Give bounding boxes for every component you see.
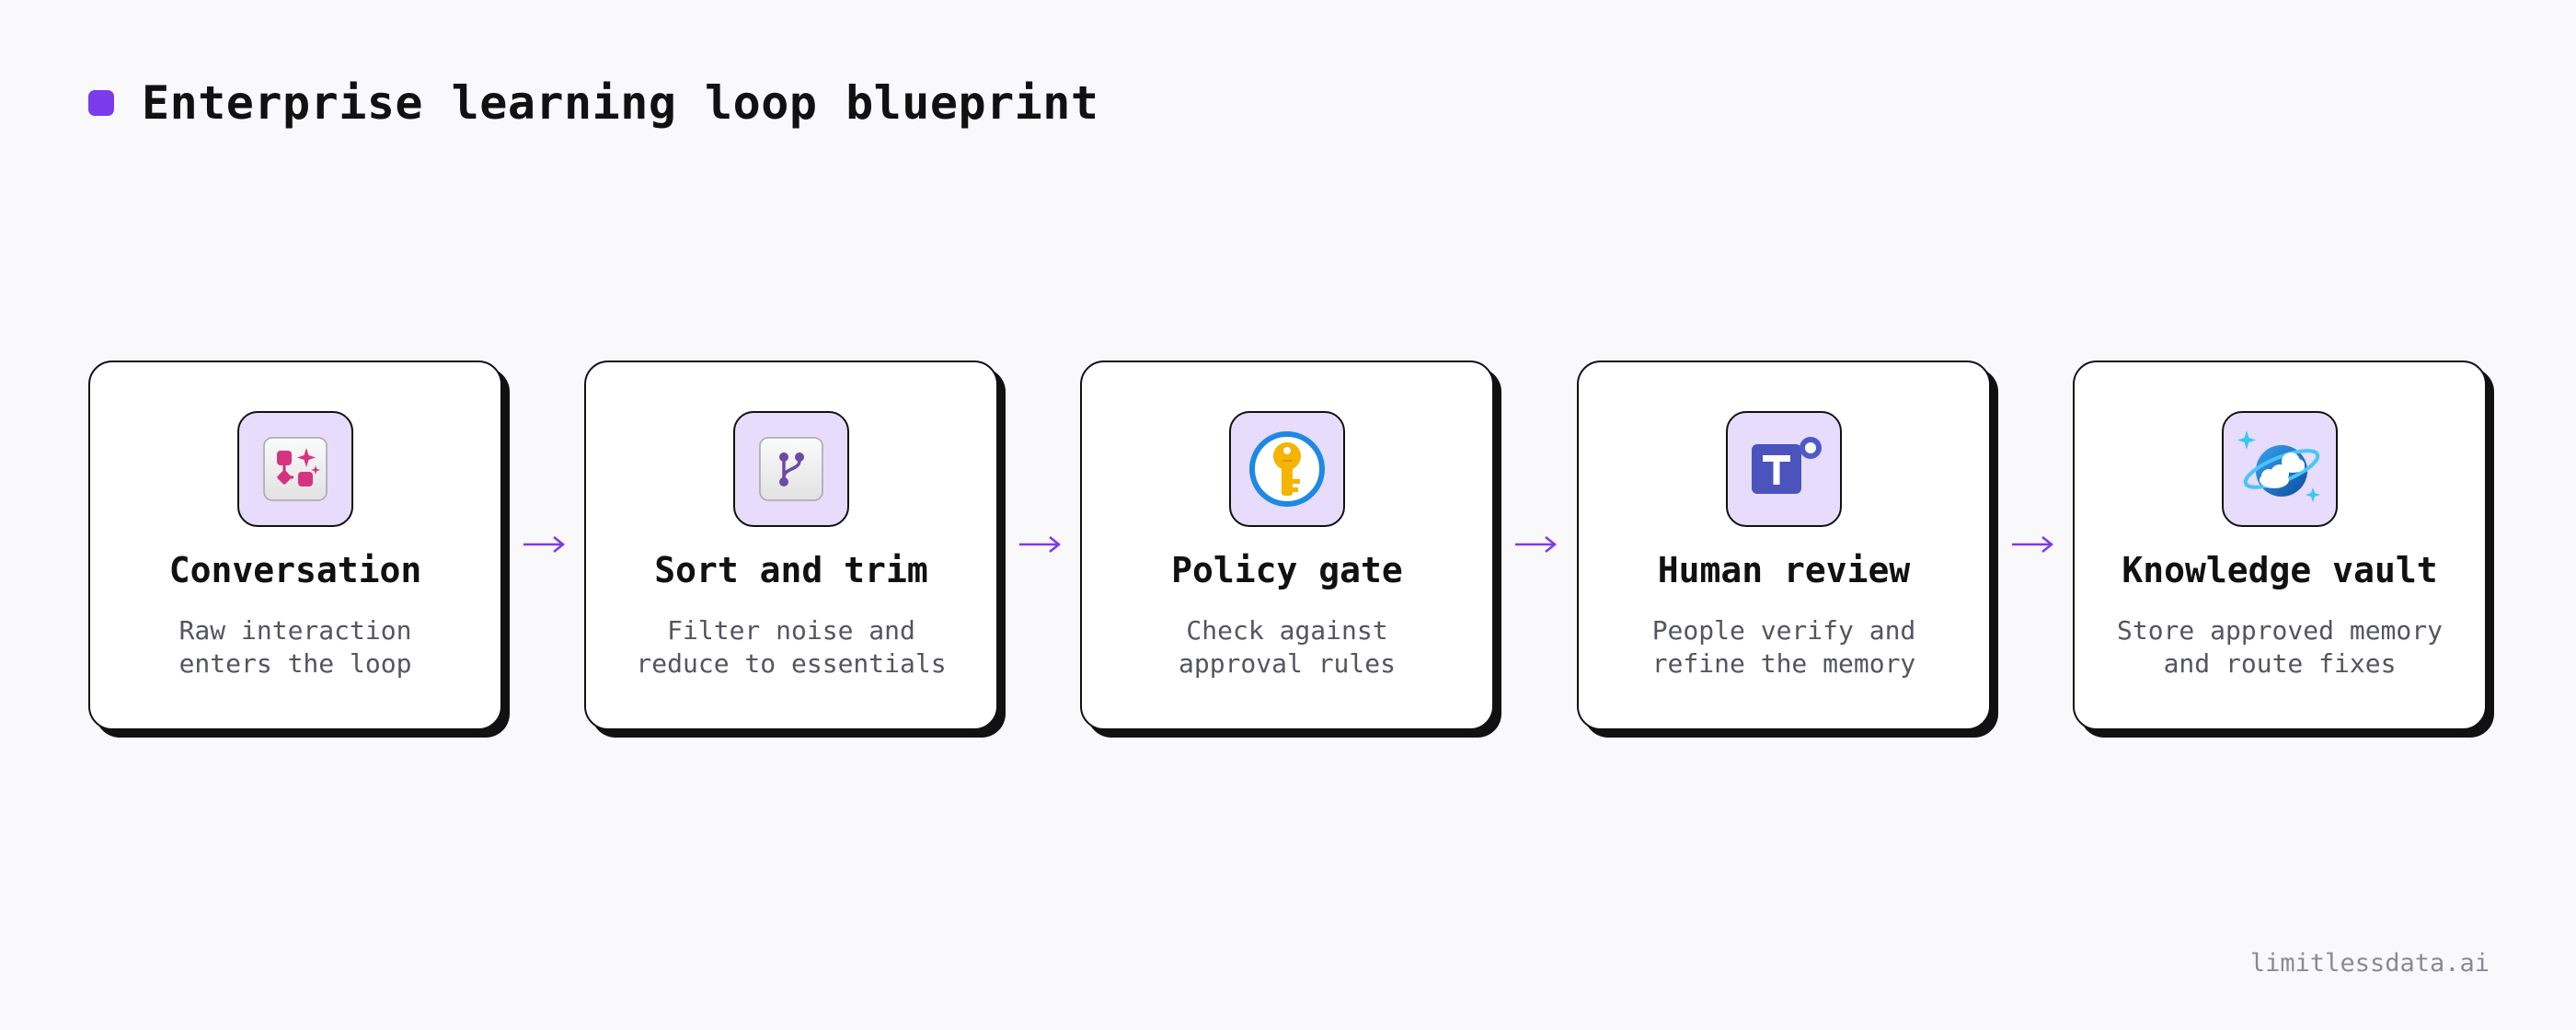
step-title: Knowledge vault (2122, 550, 2438, 590)
teams-icon (1752, 437, 1822, 494)
step-description-line: Check against (1186, 615, 1388, 646)
step-icon-frame (237, 411, 353, 527)
step-icon-frame (1726, 411, 1842, 527)
step-title: Sort and trim (654, 550, 928, 590)
footer-brand: limitlessdata.ai (2249, 949, 2490, 978)
step-card-human-review: Human review People verify and refine th… (1577, 360, 1991, 730)
conversation-flow-icon (263, 437, 328, 501)
step-description-line: and route fixes (2163, 648, 2397, 679)
key-icon (1249, 431, 1325, 507)
step-description: Raw interaction enters the loop (109, 614, 482, 681)
arrow-right-icon (523, 536, 566, 553)
header: Enterprise learning loop blueprint (88, 74, 1099, 132)
step-icon-frame (733, 411, 849, 527)
page-title: Enterprise learning loop blueprint (142, 76, 1099, 130)
step-description-line: Raw interaction (178, 615, 412, 646)
step-description: People verify and refine the memory (1597, 614, 1971, 681)
step-card-sort-and-trim: Sort and trim Filter noise and reduce to… (584, 360, 998, 730)
step-description-line: Filter noise and (667, 615, 915, 646)
step-description-line: enters the loop (178, 648, 412, 679)
step-description: Store approved memory and route fixes (2093, 614, 2467, 681)
step-icon-frame (1229, 411, 1345, 527)
arrow-right-icon (2012, 536, 2054, 553)
git-branch-icon (759, 437, 823, 501)
step-description-line: reduce to essentials (636, 648, 947, 679)
cosmos-planet-icon (2237, 430, 2320, 502)
step-card-knowledge-vault: Knowledge vault Store approved memory an… (2073, 360, 2487, 730)
step-description: Filter noise and reduce to essentials (604, 614, 978, 681)
arrow-right-icon (1019, 536, 1062, 553)
step-title: Conversation (168, 550, 422, 590)
step-card-policy-gate: Policy gate Check against approval rules (1080, 360, 1494, 730)
step-description-line: People verify and (1651, 615, 1916, 646)
step-card-conversation: Conversation Raw interaction enters the … (88, 360, 502, 730)
step-description-line: approval rules (1178, 648, 1396, 679)
step-title: Human review (1657, 550, 1911, 590)
step-description-line: refine the memory (1651, 648, 1916, 679)
step-icon-frame (2222, 411, 2338, 527)
arrow-right-icon (1515, 536, 1558, 553)
header-bullet (88, 90, 114, 116)
step-description: Check against approval rules (1100, 614, 1474, 681)
step-title: Policy gate (1171, 550, 1403, 590)
step-description-line: Store approved memory (2116, 615, 2443, 646)
